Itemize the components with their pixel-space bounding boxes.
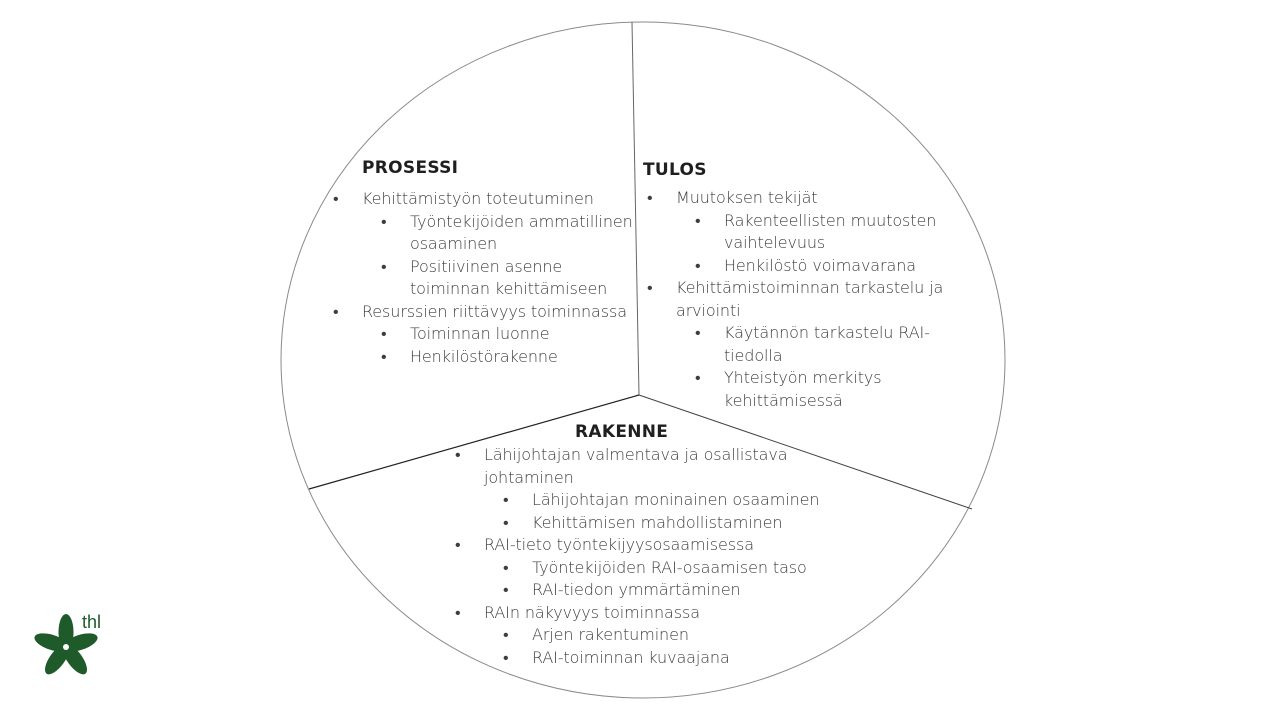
sub-bullet-item: Yhteistyön merkitys kehittämisessä: [695, 367, 947, 412]
bullet-item: Resurssien riittävyys toiminnassa: [333, 301, 633, 324]
section-tulos: TULOS Muutoksen tekijätRakenteellisten m…: [643, 160, 947, 412]
sub-bullet-item: Arjen rakentuminen: [503, 624, 875, 647]
sub-bullet-item: Rakenteellisten muutosten vaihtelevuus: [695, 210, 947, 255]
sub-bullet-item: Käytännön tarkastelu RAI-tiedolla: [695, 322, 947, 367]
bullet-item: RAI-tieto työntekijyysosaamisessa: [455, 534, 875, 557]
thl-logo: thl: [34, 612, 101, 675]
bullet-item: Kehittämistoiminnan tarkastelu ja arvioi…: [647, 277, 947, 322]
bullet-item: RAIn näkyvyys toiminnassa: [455, 602, 875, 625]
sub-bullet-item: Työntekijöiden RAI-osaamisen taso: [503, 557, 875, 580]
divider-top: [631, 21, 640, 396]
section-title-prosessi: PROSESSI: [362, 158, 459, 178]
outer-circle: [280, 21, 1006, 699]
bullet-item: Muutoksen tekijät: [647, 187, 947, 210]
thl-flower-icon: [34, 614, 98, 675]
sub-bullet-item: RAI-tiedon ymmärtäminen: [503, 579, 875, 602]
section-rakenne: RAKENNE Lähijohtajan valmentava ja osall…: [455, 422, 875, 669]
bullet-item: Lähijohtajan valmentava ja osallistava j…: [455, 444, 875, 489]
divider-left: [308, 394, 640, 490]
section-title-tulos: TULOS: [643, 160, 707, 180]
prosessi-list: Kehittämistyön toteutuminenTyöntekijöide…: [333, 188, 633, 368]
sub-bullet-item: Henkilöstörakenne: [381, 346, 633, 369]
sub-bullet-item: Lähijohtajan moninainen osaaminen: [503, 489, 875, 512]
sub-bullet-item: Toiminnan luonne: [381, 323, 633, 346]
sub-bullet-item: Henkilöstö voimavarana: [695, 255, 947, 278]
thl-logo-text: thl: [82, 612, 101, 632]
rakenne-list: Lähijohtajan valmentava ja osallistava j…: [455, 444, 875, 669]
bullet-item: Kehittämistyön toteutuminen: [333, 188, 633, 211]
sub-bullet-item: Kehittämisen mahdollistaminen: [503, 512, 875, 535]
sub-bullet-item: Työntekijöiden ammatillinen osaaminen: [381, 211, 633, 256]
section-title-rakenne: RAKENNE: [575, 422, 669, 442]
sub-bullet-item: Positiivinen asenne toiminnan kehittämis…: [381, 256, 633, 301]
sub-bullet-item: RAI-toiminnan kuvaajana: [503, 647, 875, 670]
section-prosessi: PROSESSI Kehittämistyön toteutuminenTyön…: [333, 158, 633, 368]
tulos-list: Muutoksen tekijätRakenteellisten muutost…: [647, 187, 947, 412]
